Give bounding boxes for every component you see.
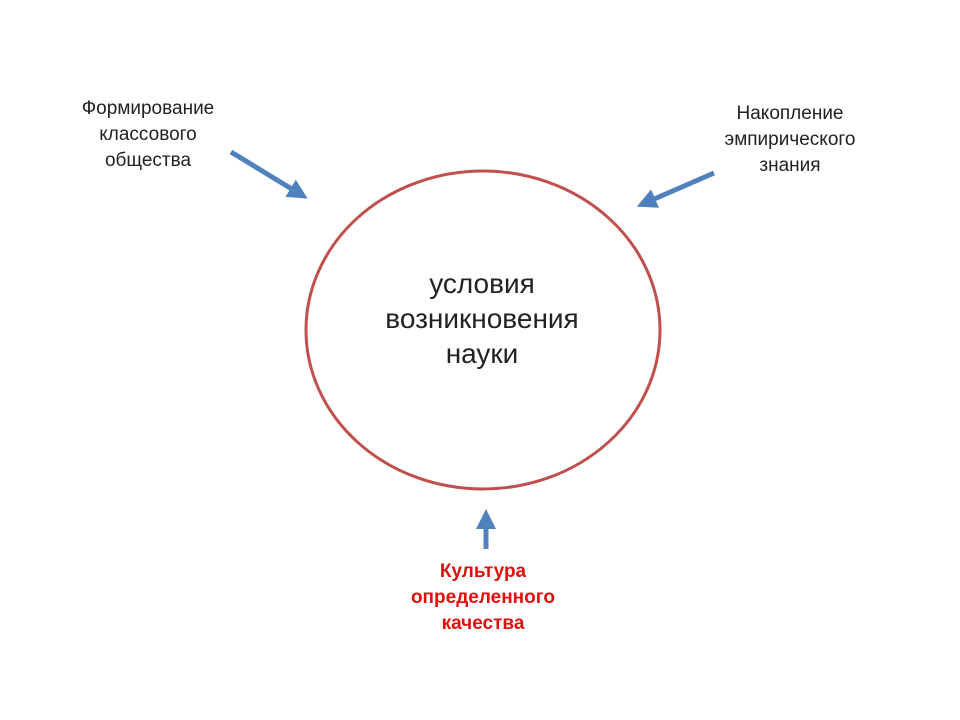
factor-right-line: эмпирического [724,129,856,150]
factor-bottom-label: Культура определенного качества [383,559,583,637]
factor-left-line: Формирование [81,98,215,119]
factor-right-label: Накопление эмпирического знания [690,101,890,179]
factor-right-line: Накопление [736,103,844,124]
arrow-left-to-center [229,149,308,199]
factor-bottom-line: определенного [410,587,556,608]
arrow-right-to-center [636,170,715,208]
factor-left-line: общества [104,150,192,171]
center-circle [304,169,662,491]
factor-right-line: знания [759,155,821,176]
center-label-line: возникновения [385,303,579,334]
factor-bottom-line: качества [441,613,525,634]
factor-left-line: классового [99,124,197,145]
center-label-line: условия [429,268,535,299]
center-label: условия возникновения науки [332,266,632,371]
factor-left-label: Формирование классового общества [48,96,248,174]
center-label-line: науки [445,338,519,369]
factor-bottom-line: Культура [439,561,527,582]
